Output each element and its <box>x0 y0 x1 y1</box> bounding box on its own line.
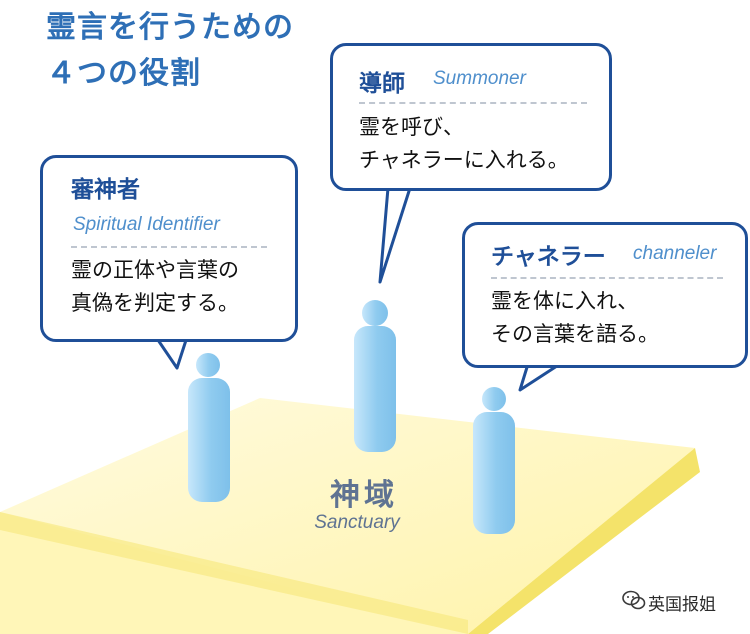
role-description-line2: チャネラーに入れる。 <box>359 148 569 172</box>
diagram-title-line1: 霊言を行うための <box>46 10 294 45</box>
role-description: 霊を呼び、 チャネラーに入れる。 <box>359 111 569 177</box>
role-name-jp: チャネラー <box>491 244 606 270</box>
platform-label-en: Sanctuary <box>314 512 400 533</box>
role-description-line2: その言葉を語る。 <box>491 322 659 346</box>
role-description-line2: 真偽を判定する。 <box>71 291 239 315</box>
watermark-text: 英国报姐 <box>648 595 716 615</box>
figure-summoner <box>354 300 396 452</box>
sanctuary-platform <box>0 398 700 634</box>
role-name-en: channeler <box>633 243 717 264</box>
figure-spiritual-identifier <box>188 353 230 502</box>
diagram-title-line2: ４つの役割 <box>46 56 201 91</box>
role-description-line1: 霊の正体や言葉の <box>71 258 239 282</box>
role-name-en: Spiritual Identifier <box>73 214 220 235</box>
role-description: 霊を体に入れ、 その言葉を語る。 <box>491 285 659 351</box>
dashed-divider <box>491 277 723 279</box>
bubble-channeler: チャネラー channeler 霊を体に入れ、 その言葉を語る。 <box>462 222 748 368</box>
role-name-jp: 導師 <box>359 71 405 97</box>
role-description: 霊の正体や言葉の 真偽を判定する。 <box>71 254 239 320</box>
role-description-line1: 霊を呼び、 <box>359 115 464 139</box>
dashed-divider <box>71 246 267 248</box>
dashed-divider <box>359 102 587 104</box>
figure-channeler <box>473 387 515 534</box>
wechat-icon <box>622 590 646 610</box>
bubble-summoner: 導師 Summoner 霊を呼び、 チャネラーに入れる。 <box>330 43 612 191</box>
role-name-jp: 審神者 <box>71 177 140 203</box>
role-description-line1: 霊を体に入れ、 <box>491 289 639 313</box>
bubble-spiritual-identifier: 審神者 Spiritual Identifier 霊の正体や言葉の 真偽を判定す… <box>40 155 298 342</box>
platform-label-jp: 神域 <box>330 478 398 513</box>
role-name-en: Summoner <box>433 68 526 89</box>
